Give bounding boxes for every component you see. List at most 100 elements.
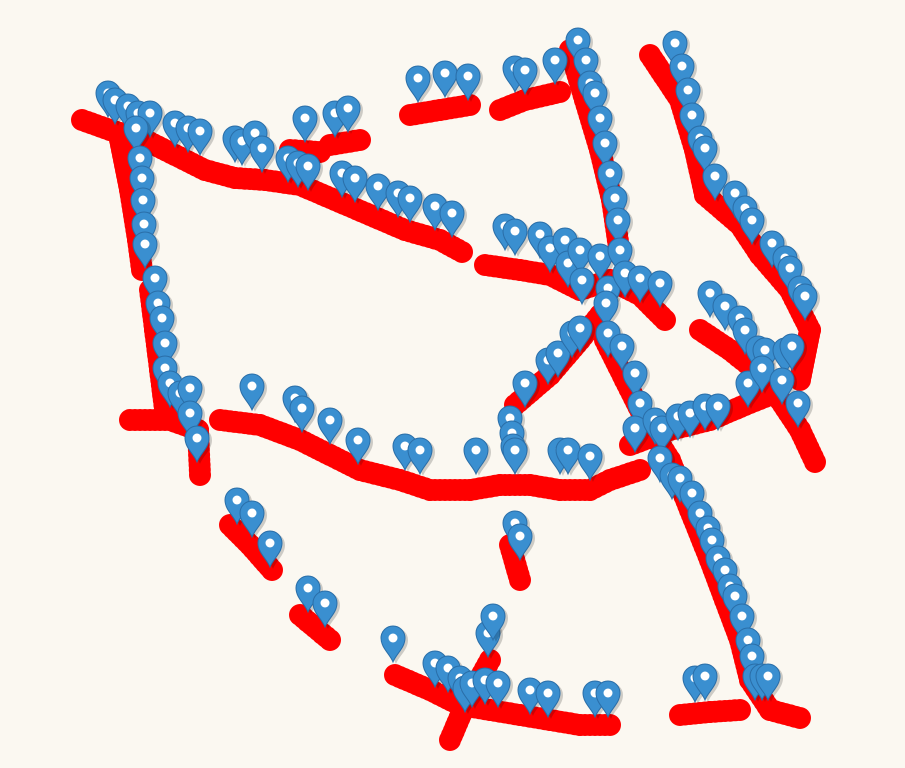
map-pin-icon[interactable] — [679, 102, 707, 141]
map-pin-icon[interactable] — [542, 47, 570, 86]
map-pin-icon[interactable] — [177, 400, 205, 439]
pin-body — [502, 218, 528, 257]
map-pin-icon[interactable] — [702, 163, 730, 202]
map-pin-icon[interactable] — [755, 663, 783, 702]
pin-center — [515, 531, 525, 541]
map-pin-icon[interactable] — [405, 65, 433, 104]
map-pin-icon[interactable] — [184, 425, 212, 464]
pin-center — [683, 85, 693, 95]
pin-center — [707, 535, 717, 545]
map-pin-icon[interactable] — [123, 115, 151, 154]
map-pin-icon[interactable] — [149, 305, 177, 344]
map-pin-icon[interactable] — [647, 270, 675, 309]
map-pin-icon[interactable] — [289, 395, 317, 434]
map-pin-icon[interactable] — [342, 165, 370, 204]
map-pin-icon[interactable] — [187, 118, 215, 157]
map-pin-icon[interactable] — [577, 443, 605, 482]
map-pin-icon[interactable] — [622, 415, 650, 454]
pin-body — [587, 105, 613, 144]
map-pin-icon[interactable] — [627, 390, 655, 429]
map-pin-icon[interactable] — [605, 207, 633, 246]
map-pin-icon[interactable] — [595, 680, 623, 719]
map-pin-icon[interactable] — [692, 135, 720, 174]
map-pin-icon[interactable] — [679, 480, 707, 519]
pin-center — [760, 345, 770, 355]
map-pin-icon[interactable] — [785, 390, 813, 429]
map-pin-icon[interactable] — [177, 375, 205, 414]
map-pin-icon[interactable] — [692, 663, 720, 702]
map-pin-icon[interactable] — [535, 680, 563, 719]
map-pin-icon[interactable] — [779, 333, 807, 372]
map-pin-icon[interactable] — [335, 95, 363, 134]
map-pin-icon[interactable] — [569, 267, 597, 306]
trail-dot — [549, 81, 571, 103]
map-pin-icon[interactable] — [512, 57, 540, 96]
pin-center — [657, 423, 667, 433]
map-pin-icon[interactable] — [137, 100, 165, 139]
map-pin-icon[interactable] — [295, 575, 323, 614]
pin-center — [232, 495, 242, 505]
map-pin-icon[interactable] — [432, 60, 460, 99]
map-pin-icon[interactable] — [739, 207, 767, 246]
map-pin-icon[interactable] — [769, 367, 797, 406]
map-pin-icon[interactable] — [597, 160, 625, 199]
map-pin-icon[interactable] — [295, 153, 323, 192]
map-pin-icon[interactable] — [455, 63, 483, 102]
map-pin-icon[interactable] — [132, 231, 160, 270]
pin-center — [585, 451, 595, 461]
map-pin-icon[interactable] — [722, 583, 750, 622]
map-pin-icon[interactable] — [345, 427, 373, 466]
pin-center — [581, 55, 591, 65]
map-pin-icon[interactable] — [380, 625, 408, 664]
map-pin-icon[interactable] — [142, 265, 170, 304]
map-pin-icon[interactable] — [502, 218, 530, 257]
pin-body — [130, 187, 156, 226]
map-pin-icon[interactable] — [567, 315, 595, 354]
map-pin-icon[interactable] — [485, 670, 513, 709]
map-pin-icon[interactable] — [397, 185, 425, 224]
map-pin-icon[interactable] — [565, 27, 593, 66]
map-pin-icon[interactable] — [669, 53, 697, 92]
map-pin-icon[interactable] — [239, 500, 267, 539]
map-pin-icon[interactable] — [602, 185, 630, 224]
map-pin-icon[interactable] — [152, 330, 180, 369]
pin-body — [432, 60, 458, 99]
map-pin-icon[interactable] — [257, 530, 285, 569]
map-pin-icon[interactable] — [317, 407, 345, 446]
map-pin-icon[interactable] — [480, 603, 508, 642]
map-pin-icon[interactable] — [592, 130, 620, 169]
map-pin-icon[interactable] — [249, 135, 277, 174]
map-pin-icon[interactable] — [582, 80, 610, 119]
map-pin-icon[interactable] — [407, 437, 435, 476]
map-pin-icon[interactable] — [507, 523, 535, 562]
map-pin-icon[interactable] — [129, 165, 157, 204]
map-pin-icon[interactable] — [130, 187, 158, 226]
map-pin-icon[interactable] — [792, 283, 820, 322]
map-pin-icon[interactable] — [573, 47, 601, 86]
map-pin-icon[interactable] — [697, 280, 725, 319]
map-pin-icon[interactable] — [729, 603, 757, 642]
map-pin-icon[interactable] — [732, 317, 760, 356]
pin-center — [573, 35, 583, 45]
map-pin-icon[interactable] — [662, 30, 690, 69]
pin-center — [138, 195, 148, 205]
map-pin-icon[interactable] — [312, 590, 340, 629]
map-pin-icon[interactable] — [463, 437, 491, 476]
map-pin-icon[interactable] — [292, 105, 320, 144]
map-pin-icon[interactable] — [607, 237, 635, 276]
map-pin-icon[interactable] — [675, 77, 703, 116]
map-pin-icon[interactable] — [622, 360, 650, 399]
map-pin-icon[interactable] — [512, 370, 540, 409]
map-pin-icon[interactable] — [587, 105, 615, 144]
map-pin-icon[interactable] — [609, 333, 637, 372]
map-pin-icon[interactable] — [705, 393, 733, 432]
map-pin-icon[interactable] — [439, 200, 467, 239]
map-pin-icon[interactable] — [545, 340, 573, 379]
map-pin-icon[interactable] — [239, 373, 267, 412]
map-pin-icon[interactable] — [502, 437, 530, 476]
pin-body — [535, 680, 561, 719]
map-pin-icon[interactable] — [593, 290, 621, 329]
map-pin-icon[interactable] — [555, 437, 583, 476]
